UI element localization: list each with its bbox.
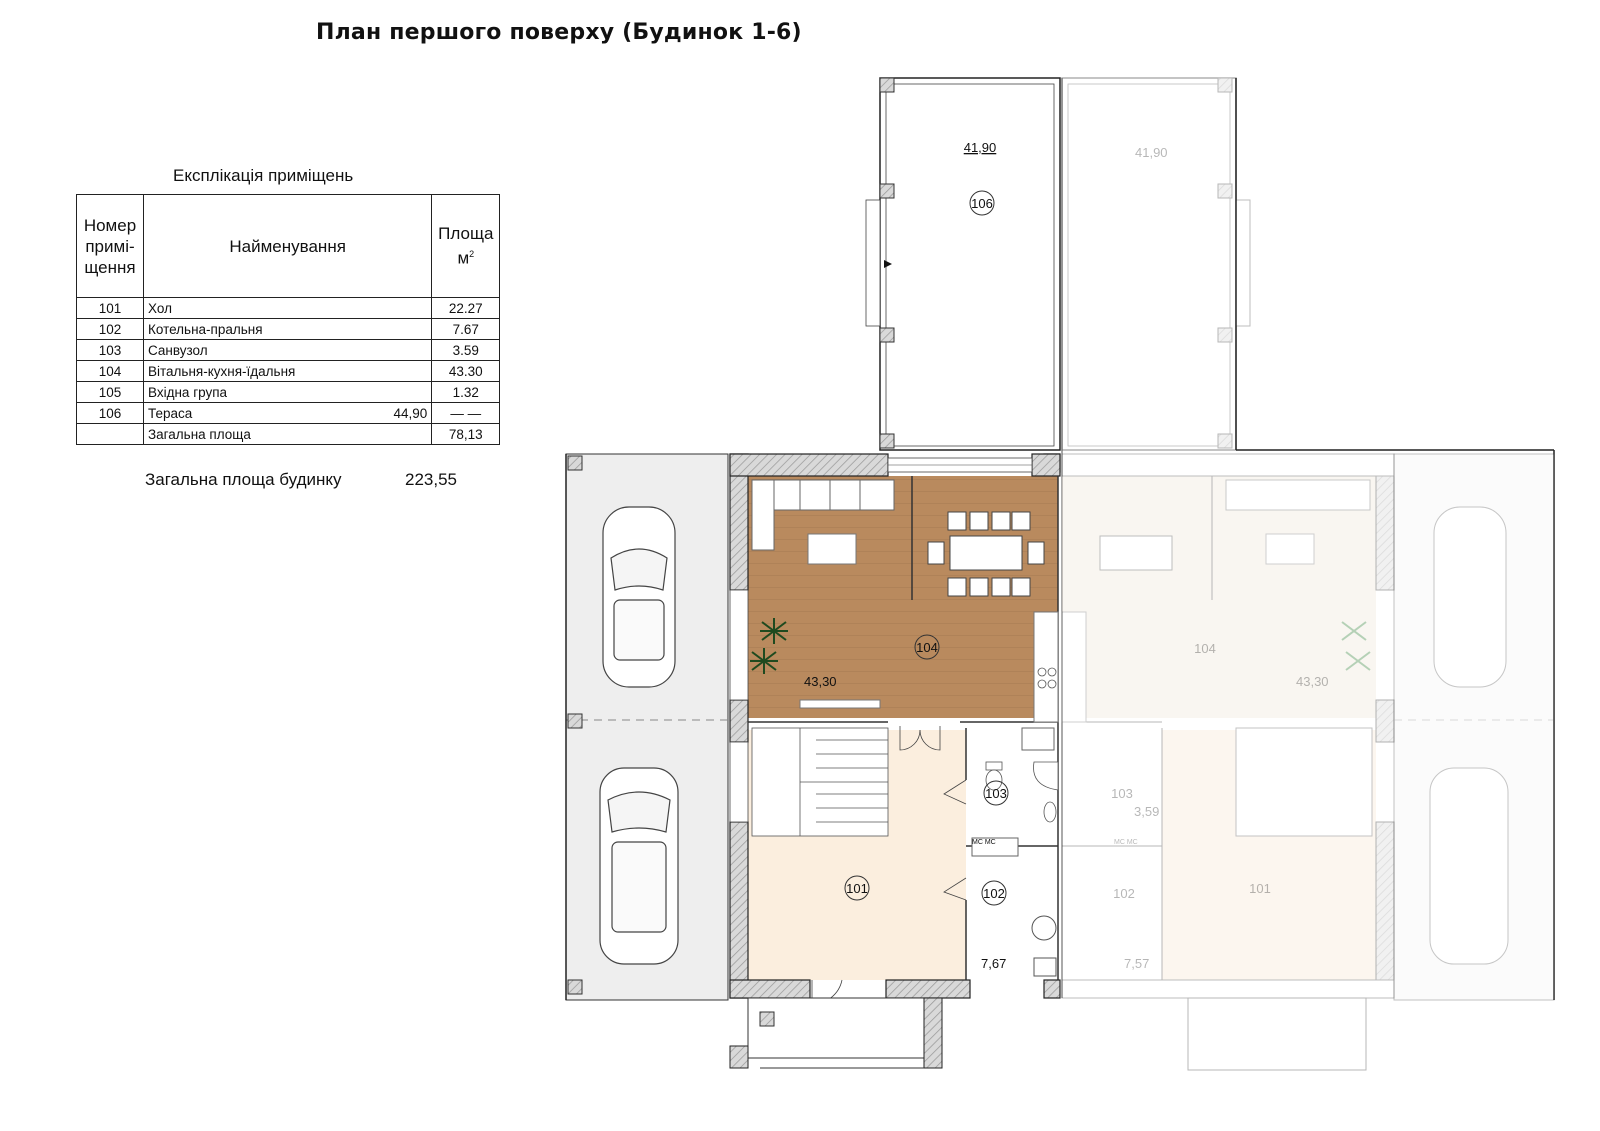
terrace-mirror (1061, 77, 1251, 451)
kitchen-island (807, 533, 857, 565)
terrace-columns (879, 77, 895, 449)
boiler-label: МС МС (972, 839, 996, 846)
dining-table-icon (927, 511, 1045, 597)
car-icon (602, 506, 676, 688)
header-area-sup: 2 (469, 249, 475, 260)
room-label-mirror-104: 104 (1194, 641, 1216, 656)
sink-icon (1021, 727, 1055, 751)
room-label: 102 (983, 886, 1005, 901)
explication-title: Експлікація приміщень (173, 166, 354, 185)
header-area-label: Площа м (438, 224, 494, 268)
explication-table: Номер примі- щення Найменування Площа м2… (76, 194, 501, 445)
area-label-104: 43,30 (804, 674, 837, 689)
room-label: 101 (846, 881, 868, 896)
page-title: План першого поверху (Будинок 1-6) (316, 20, 802, 45)
shower-icon (1033, 761, 1059, 791)
room-tag-103: 103 (983, 780, 1009, 806)
kitchen-counter (1033, 611, 1059, 723)
room-label: 103 (985, 786, 1007, 801)
row-extra: 44,90 (389, 402, 433, 424)
room-label-mirror-101: 101 (1249, 881, 1271, 896)
toilet-icon (985, 761, 1003, 791)
washer-icon (1033, 957, 1057, 977)
window (729, 589, 749, 701)
room-tags: 106 104 103 101 102 41,90 43,30 7,67 МС … (804, 140, 1009, 971)
header-name: Найменування (142, 194, 433, 298)
room-label: 106 (971, 196, 993, 211)
room-label-mirror-102: 102 (1113, 886, 1135, 901)
interior-partitions (748, 476, 1059, 980)
boiler-label-mirror: МС МС (1114, 839, 1138, 846)
window (729, 741, 749, 823)
entry-porch-105 (729, 997, 943, 1069)
plant-icon (750, 618, 788, 674)
row-extra (389, 423, 433, 445)
room-tag-101: 101 (844, 875, 870, 901)
area-label-102: 7,67 (981, 956, 1006, 971)
row-name: Вхідна група (143, 381, 390, 403)
boiler-icon (971, 837, 1019, 857)
room-tag-102: 102 (981, 880, 1007, 906)
walls-house-1 (729, 453, 1061, 999)
area-label-mirror-104: 43,30 (1296, 674, 1329, 689)
terrace-entry-arrow (884, 260, 892, 268)
area-label-106: 41,90 (964, 140, 997, 155)
table-header-row: Номер примі- щення Найменування Площа м2 (76, 194, 501, 298)
stove-icon (1037, 667, 1057, 689)
header-area: Площа м2 (431, 194, 501, 298)
room-tags-mirror: 41,90 104 43,30 103 3,59 102 101 7,57 МС… (1111, 145, 1328, 971)
row-number: 106 (76, 402, 144, 424)
water-heater-icon (1031, 915, 1057, 941)
total-house-value: 223,55 (405, 470, 457, 489)
area-label-mirror-106: 41,90 (1135, 145, 1168, 160)
room-tag-106: 106 (969, 190, 995, 216)
terrace-step (865, 199, 881, 327)
washbasin-icon (1043, 801, 1057, 823)
room-tag-104: 104 (914, 634, 940, 660)
car-icon (599, 767, 679, 965)
total-house-label: Загальна площа будинку (145, 470, 342, 489)
staircase-icon (751, 727, 889, 837)
tv-console (799, 699, 881, 709)
area-label-mirror-102: 7,57 (1124, 956, 1149, 971)
row-number: 102 (76, 318, 144, 340)
row-number: 104 (76, 360, 144, 382)
row-name: Загальна площа (143, 423, 390, 445)
room-label: 104 (916, 640, 938, 655)
row-area: 78,13 (431, 423, 501, 445)
room-label-mirror-103: 103 (1111, 786, 1133, 801)
table-row: Загальна площа 78,13 (76, 423, 501, 445)
house-mirror (1061, 453, 1395, 1071)
row-name: Вітальня-кухня-їдальня (143, 360, 390, 382)
parking-right (1393, 453, 1555, 1001)
sofa-icon (751, 479, 895, 551)
terrace-106 (865, 77, 1061, 451)
area-label-mirror-103: 3,59 (1134, 804, 1159, 819)
